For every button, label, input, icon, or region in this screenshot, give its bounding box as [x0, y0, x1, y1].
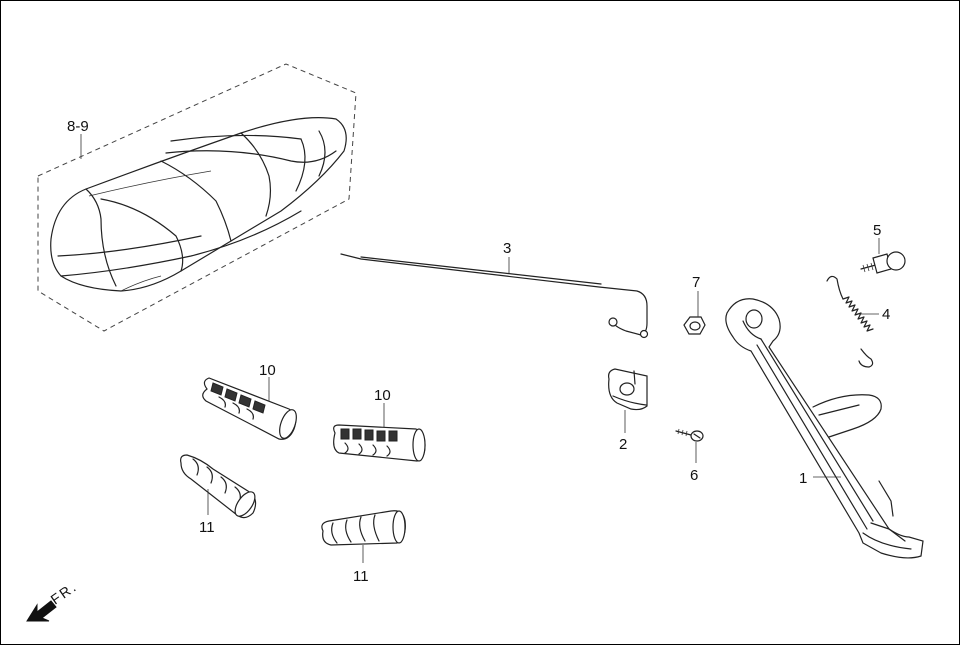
- stand-callout: 1: [799, 470, 807, 487]
- nut-drawing: [683, 316, 706, 335]
- grip-d-group: 11: [321, 510, 406, 585]
- grip-b-callout: 10: [374, 387, 391, 404]
- seat-drawing: [50, 117, 347, 292]
- bolt-group: 5: [860, 222, 906, 274]
- bracket-group: 2: [608, 368, 648, 453]
- grip-b-drawing: [333, 424, 426, 462]
- front-arrow-icon: [26, 600, 57, 622]
- grip-d-callout: 11: [353, 568, 369, 585]
- grip-c-callout: 11: [199, 519, 215, 536]
- rod-callout: 3: [503, 240, 511, 257]
- rod-drawing: [340, 253, 648, 336]
- spring-group: 4: [826, 275, 890, 368]
- nut-callout: 7: [692, 274, 700, 291]
- grip-b-group: 10: [333, 387, 426, 462]
- rod-group: 3: [340, 240, 649, 339]
- front-label: FR.: [48, 578, 81, 607]
- screw-callout: 6: [690, 467, 698, 484]
- spring-drawing: [826, 275, 874, 368]
- bolt-callout: 5: [873, 222, 881, 239]
- seat-group: 8-9: [37, 63, 357, 332]
- bracket-drawing: [608, 368, 648, 411]
- seat-callout: 8-9: [67, 118, 89, 135]
- grip-d-drawing: [321, 510, 406, 546]
- bolt-drawing: [860, 251, 906, 274]
- spring-callout: 4: [882, 306, 890, 323]
- stand-group: 1: [725, 298, 924, 559]
- grip-c-group: 11: [180, 454, 257, 536]
- seat-dashed-boundary: [37, 63, 357, 332]
- screw-drawing: [675, 428, 704, 442]
- front-direction-indicator: FR.: [26, 578, 81, 622]
- bracket-callout: 2: [619, 436, 627, 453]
- grip-a-group: 10: [202, 362, 297, 440]
- grip-a-drawing: [202, 377, 297, 440]
- nut-group: 7: [683, 274, 706, 335]
- stand-drawing: [725, 298, 924, 559]
- screw-group: 6: [675, 428, 704, 484]
- grip-a-callout: 10: [259, 362, 276, 379]
- grip-c-drawing: [180, 454, 257, 519]
